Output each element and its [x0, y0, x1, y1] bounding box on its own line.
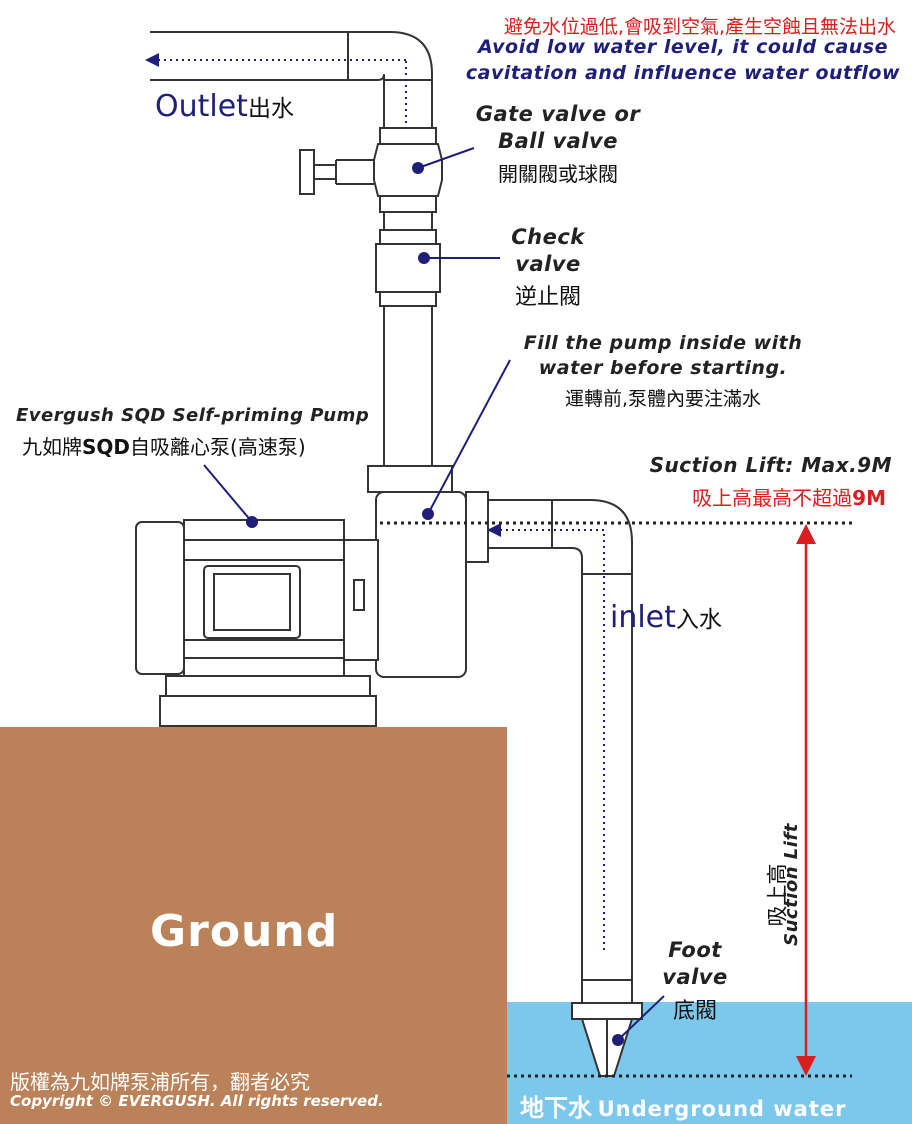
motor — [135, 519, 377, 727]
inlet-pipe — [487, 499, 633, 1006]
foot-valve-zh: 底閥 — [672, 999, 717, 1024]
check-valve-body — [375, 211, 441, 307]
outlet-zh: 出水 — [247, 96, 294, 122]
suction-zh-prefix: 吸上高最高不超過 — [692, 486, 853, 510]
water-zh: 地下水 — [520, 1094, 592, 1122]
warning-zh: 避免水位過低,會吸到空氣,產生空蝕且無法出水 — [503, 16, 896, 38]
inlet-label: inlet入水 — [610, 600, 722, 635]
foot-valve-en-line2: valve — [662, 965, 728, 989]
inlet-zh: 入水 — [675, 607, 722, 633]
pump-casing — [343, 491, 489, 678]
check-valve-en-line1: Check — [511, 225, 585, 249]
pump-zh: 九如牌SQD自吸離心泵(高速泵) — [22, 431, 306, 460]
outlet-label: Outlet出水 — [155, 89, 294, 124]
discharge-flange — [367, 465, 453, 493]
gate-valve-en-line1: Gate valve or — [475, 102, 641, 126]
ground-block — [0, 727, 507, 1124]
water-label: 地下水 Underground water — [520, 1088, 846, 1123]
vertical-label-en: Suction Lift — [780, 823, 802, 946]
pump-en: Evergush SQD Self-priming Pump — [16, 405, 370, 426]
gate-valve-en-line2: Ball valve — [498, 129, 618, 153]
underground-water — [507, 1002, 912, 1124]
fill-en-line1: Fill the pump inside with — [523, 332, 803, 354]
ground-label: Ground — [150, 906, 339, 957]
fill-zh: 運轉前,泵體內要注滿水 — [564, 388, 762, 410]
suction-zh-value: 9M — [852, 486, 886, 510]
copyright-en: Copyright © EVERGUSH. All rights reserve… — [10, 1092, 384, 1110]
pump-zh-model: SQD — [82, 435, 131, 459]
check-valve-zh: 逆止閥 — [514, 285, 581, 310]
gate-valve-zh: 開關閥或球閥 — [498, 162, 618, 186]
copyright-zh: 版權為九如牌泵浦所有，翻者必究 — [10, 1070, 310, 1094]
warning-en-line2: cavitation and influence water outflow — [465, 62, 900, 84]
foot-valve-body — [571, 1002, 643, 1077]
pump-zh-prefix: 九如牌 — [22, 435, 82, 459]
suction-zh: 吸上高最高不超過9M — [692, 482, 886, 511]
water-en: Underground water — [597, 1097, 847, 1121]
check-valve-en-line2: valve — [515, 252, 581, 276]
fill-en-line2: water before starting. — [538, 357, 788, 379]
outlet-en: Outlet — [155, 89, 248, 124]
gate-valve-body — [299, 127, 443, 213]
foot-valve-en-line1: Foot — [668, 938, 722, 962]
callout-leaders — [203, 147, 665, 1046]
pump-zh-suffix: 自吸離心泵(高速泵) — [130, 435, 306, 459]
suction-en: Suction Lift: Max.9M — [649, 453, 892, 477]
inlet-en: inlet — [610, 600, 676, 635]
warning-en-line1: Avoid low water level, it could cause — [478, 36, 888, 58]
discharge-pipe — [383, 305, 433, 467]
